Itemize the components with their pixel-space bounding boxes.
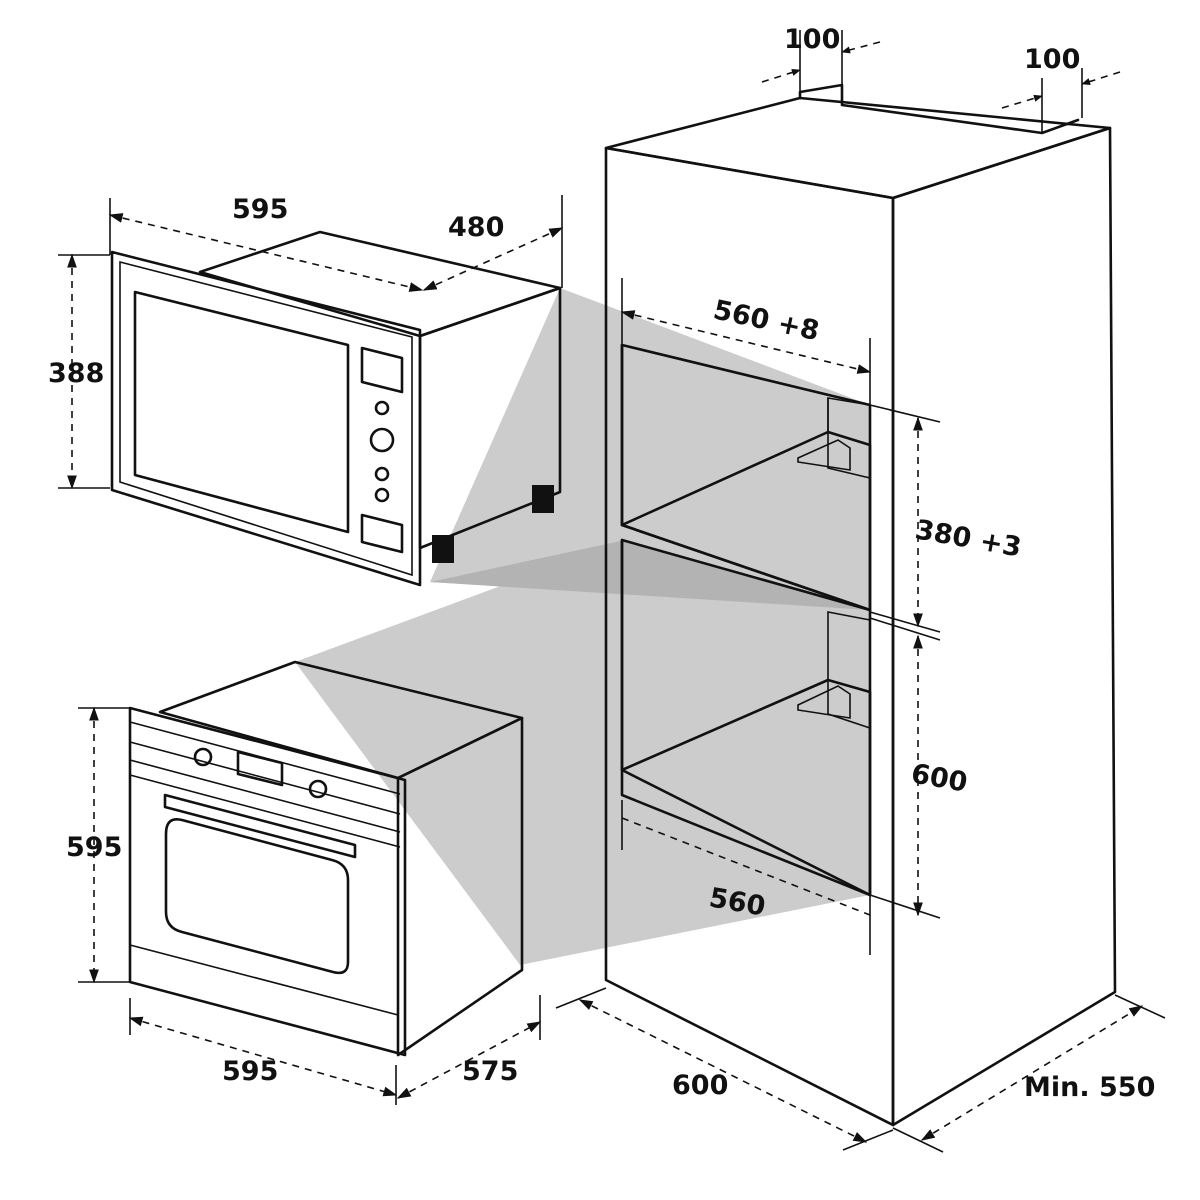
cabinet-top xyxy=(604,96,1112,200)
microwave-knob-small-2 xyxy=(374,466,390,482)
cabinet xyxy=(604,83,1117,1127)
projection-overlap xyxy=(430,540,870,610)
label-oven-depth: 575 xyxy=(462,1056,518,1087)
oven-projection xyxy=(295,540,870,965)
wall-flange xyxy=(798,83,1080,135)
label-cabinet-width: 600 xyxy=(672,1070,728,1101)
label-oven-width: 595 xyxy=(222,1056,278,1087)
label-top-right-gap: 100 xyxy=(1024,44,1080,75)
oven-knob-left xyxy=(193,747,213,767)
upper-niche-shelf xyxy=(620,430,872,612)
microwave-display xyxy=(360,346,404,394)
microwave-knob-large xyxy=(369,427,395,453)
microwave-door-button xyxy=(360,513,404,554)
microwave-knob-small-3 xyxy=(374,487,390,503)
label-microwave-height: 388 xyxy=(48,358,104,389)
label-upper-niche-width: 560 +8 xyxy=(711,295,822,348)
microwave-front-trim xyxy=(119,260,413,577)
label-oven-height: 595 xyxy=(66,832,122,863)
label-cabinet-depth: Min. 550 xyxy=(1024,1072,1155,1103)
label-top-left-gap: 100 xyxy=(784,24,840,55)
oven-display xyxy=(236,750,284,787)
cabinet-side xyxy=(891,126,1117,1127)
lower-niche-rail xyxy=(797,685,851,719)
microwave-knob-small-1 xyxy=(374,400,390,416)
microwave-front xyxy=(110,250,422,587)
dimension-lines xyxy=(58,30,1166,1153)
projection-shading xyxy=(295,288,870,965)
upper-niche-rail xyxy=(797,439,851,471)
oven-window xyxy=(164,818,350,975)
microwave xyxy=(110,230,562,587)
microwave-foot-left xyxy=(432,535,454,563)
oven-handle xyxy=(163,793,357,859)
microwave-foot-right xyxy=(532,485,554,513)
oven-knob-right xyxy=(308,779,328,799)
label-microwave-width: 595 xyxy=(232,194,288,225)
label-microwave-depth: 480 xyxy=(448,212,504,243)
lower-niche-floor xyxy=(620,678,872,897)
label-upper-niche-height: 380 +3 xyxy=(913,514,1024,563)
microwave-window xyxy=(133,290,350,534)
